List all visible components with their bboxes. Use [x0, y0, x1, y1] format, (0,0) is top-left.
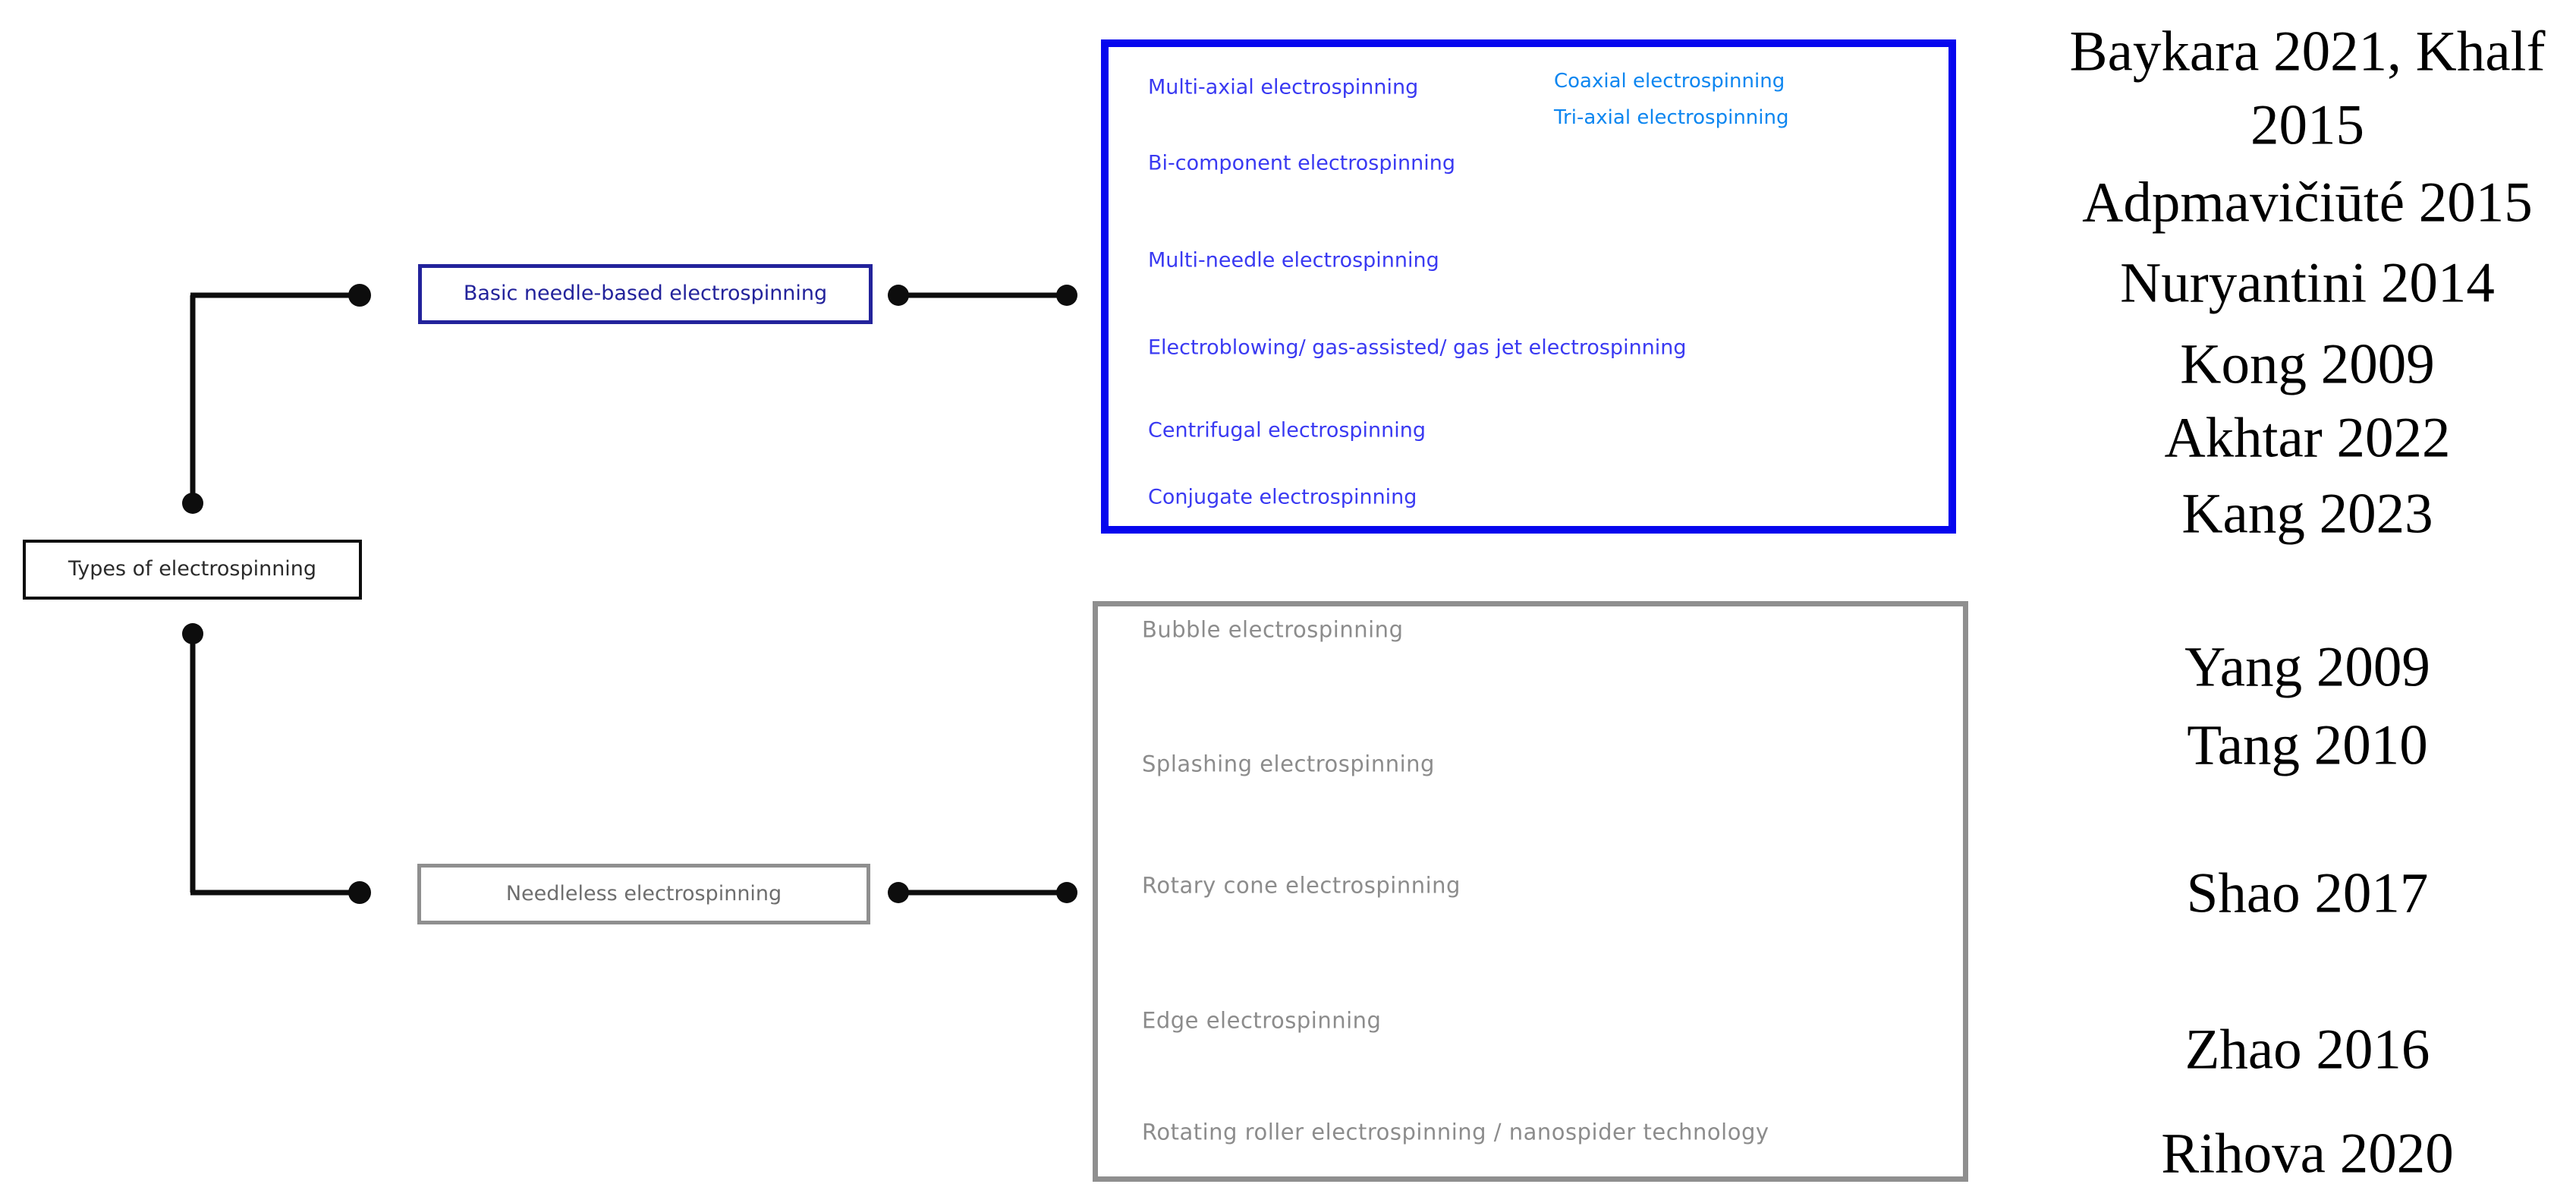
- node-root-label: Types of electrospinning: [68, 557, 317, 581]
- citation-nuryantini: Nuryantini 2014: [2120, 251, 2495, 315]
- method-edge: Edge electrospinning: [1142, 1007, 1382, 1034]
- connector-dot-needleless-left: [348, 881, 371, 904]
- method-splashing: Splashing electrospinning: [1142, 751, 1435, 777]
- method-bi-component: Bi-component electrospinning: [1148, 151, 1455, 175]
- node-basic-needle-based: Basic needle-based electrospinning: [418, 264, 873, 324]
- citation-khalf-year: 2015: [2250, 93, 2364, 157]
- citation-rihova: Rihova 2020: [2161, 1122, 2454, 1186]
- method-centrifugal: Centrifugal electrospinning: [1148, 418, 1426, 442]
- method-conjugate: Conjugate electrospinning: [1148, 485, 1417, 509]
- node-needleless: Needleless electrospinning: [417, 864, 870, 924]
- method-multi-axial: Multi-axial electrospinning: [1148, 75, 1419, 99]
- connector-dot-gray-panel: [1056, 882, 1077, 903]
- node-types-of-electrospinning: Types of electrospinning: [23, 540, 362, 600]
- basic-methods-panel: Multi-axial electrospinning Bi-component…: [1101, 39, 1956, 534]
- citation-kong: Kong 2009: [2180, 332, 2435, 396]
- citation-shao: Shao 2017: [2186, 861, 2429, 925]
- method-coaxial: Coaxial electrospinning: [1554, 70, 1785, 93]
- method-bubble: Bubble electrospinning: [1142, 616, 1404, 643]
- method-rotary-cone: Rotary cone electrospinning: [1142, 872, 1461, 899]
- citation-yang: Yang 2009: [2184, 635, 2430, 699]
- method-tri-axial: Tri-axial electrospinning: [1554, 106, 1789, 129]
- needleless-methods-panel: Bubble electrospinning Splashing electro…: [1093, 601, 1968, 1182]
- method-multi-needle: Multi-needle electrospinning: [1148, 248, 1439, 272]
- citation-kang: Kang 2023: [2181, 482, 2433, 546]
- connector-dot-basic-right: [888, 285, 909, 306]
- citation-akhtar: Akhtar 2022: [2164, 406, 2451, 470]
- citation-adpmaviciute: Adpmavičiūté 2015: [2082, 171, 2533, 235]
- node-needleless-label: Needleless electrospinning: [505, 881, 782, 905]
- connector-dot-blue-panel: [1056, 285, 1077, 306]
- citations-column: Baykara 2021, Khalf 2015 Adpmavičiūté 20…: [2015, 0, 2576, 1203]
- citation-tang: Tang 2010: [2187, 713, 2428, 777]
- citation-zhao: Zhao 2016: [2184, 1018, 2430, 1082]
- connector-dot-above-root: [182, 493, 203, 514]
- node-basic-label: Basic needle-based electrospinning: [463, 282, 828, 306]
- method-electroblowing: Electroblowing/ gas-assisted/ gas jet el…: [1148, 335, 1687, 360]
- citation-baykara-khalf: Baykara 2021, Khalf: [2069, 20, 2546, 83]
- method-rotating-roller: Rotating roller electrospinning / nanosp…: [1142, 1119, 1769, 1145]
- connector-dot-basic-left: [348, 284, 371, 307]
- connector-dot-below-root: [182, 623, 203, 644]
- connector-dot-needleless-right: [888, 882, 909, 903]
